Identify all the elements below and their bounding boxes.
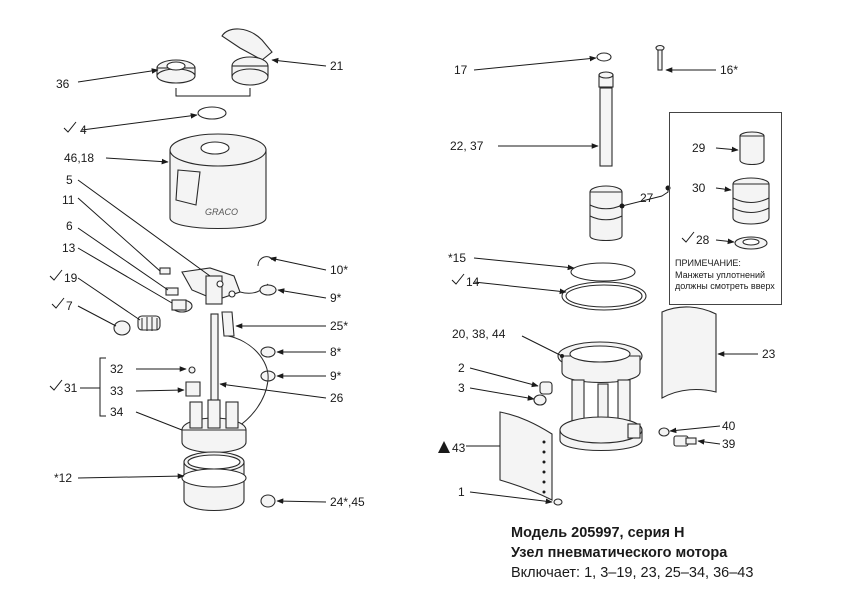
label-28: 28 xyxy=(696,233,710,247)
part-32-screw xyxy=(188,366,196,374)
label-19: 19 xyxy=(64,271,78,285)
label-16: 16* xyxy=(720,63,738,77)
label-9-upper: 9* xyxy=(330,291,342,305)
part-10-clip xyxy=(257,256,273,267)
label-29: 29 xyxy=(692,141,706,155)
part-34-12-cylinder xyxy=(181,399,247,512)
label-26: 26 xyxy=(330,391,344,405)
part-26-rod xyxy=(210,313,219,409)
label-7: 7 xyxy=(66,299,73,313)
label-34: 34 xyxy=(110,405,124,419)
label-31: 31 xyxy=(64,381,78,395)
label-32: 32 xyxy=(110,362,124,376)
valve-mechanism xyxy=(113,267,269,336)
part-39 xyxy=(673,435,697,447)
label-6: 6 xyxy=(66,219,73,233)
caps-bracket xyxy=(175,88,251,97)
part-29-sleeve xyxy=(739,131,765,166)
label-14: 14 xyxy=(466,275,480,289)
part-43-shield xyxy=(499,411,553,501)
part-4-oring xyxy=(197,106,227,120)
cable xyxy=(227,335,269,429)
label-39: 39 xyxy=(722,437,736,451)
part-21-handle-cap xyxy=(221,28,273,86)
caption-model: Модель 205997, серия H xyxy=(511,525,685,541)
note: ПРИМЕЧАНИЕ: Манжеты уплотнений должны см… xyxy=(675,258,781,293)
triangle-icon xyxy=(438,441,450,453)
part-9-upper xyxy=(259,284,277,296)
caption-includes: Включает: 1, 3–19, 23, 25–34, 36–43 xyxy=(511,565,754,581)
label-4: 4 xyxy=(80,123,87,137)
label-40: 40 xyxy=(722,419,736,433)
label-27: 27 xyxy=(640,191,654,205)
svg-text:GRACO: GRACO xyxy=(205,207,238,217)
label-33: 33 xyxy=(110,384,124,398)
label-5: 5 xyxy=(66,173,73,187)
label-17: 17 xyxy=(454,63,468,77)
label-46-18: 46,18 xyxy=(64,151,94,165)
label-15: *15 xyxy=(448,251,466,265)
label-1: 1 xyxy=(458,485,465,499)
part-20-38-44-housing xyxy=(557,341,643,451)
label-9-lower: 9* xyxy=(330,369,342,383)
part-15-oring xyxy=(570,262,636,282)
part-33-clip xyxy=(185,381,201,397)
part-27-piston xyxy=(589,185,623,242)
part-25 xyxy=(221,311,235,337)
part-28-ring xyxy=(734,236,768,250)
note-title: ПРИМЕЧАНИЕ: xyxy=(675,258,741,268)
label-10: 10* xyxy=(330,263,348,277)
caption: Модель 205997, серия H Узел пневматическ… xyxy=(511,523,841,583)
part-24-45 xyxy=(260,494,276,508)
label-8: 8* xyxy=(330,345,342,359)
part-labels: 21 36 4 46,18 5 11 6 13 19 7 10* 9* 25* … xyxy=(54,59,776,509)
label-3: 3 xyxy=(458,381,465,395)
label-21: 21 xyxy=(330,59,344,73)
part-40 xyxy=(658,427,670,437)
part-2 xyxy=(539,381,553,395)
label-22-37: 22, 37 xyxy=(450,139,484,153)
part-1-screw xyxy=(553,498,563,506)
label-36: 36 xyxy=(56,77,70,91)
label-12: *12 xyxy=(54,471,72,485)
part-23-shield xyxy=(661,306,717,399)
label-23: 23 xyxy=(762,347,776,361)
part-17-oring xyxy=(596,52,612,62)
part-30-seal xyxy=(732,177,770,225)
label-25: 25* xyxy=(330,319,348,333)
part-16-screw xyxy=(655,44,665,71)
label-11: 11 xyxy=(62,193,75,207)
note-body: Манжеты уплотнений должны смотреть вверх xyxy=(675,269,775,292)
part-46-18-cover: GRACO xyxy=(169,133,267,230)
leader-lines xyxy=(77,55,758,505)
label-13: 13 xyxy=(62,241,76,255)
label-30: 30 xyxy=(692,181,706,195)
check-marks xyxy=(49,121,695,391)
caption-title: Узел пневматического мотора xyxy=(511,545,728,561)
label-43: 43 xyxy=(452,441,466,455)
part-3 xyxy=(533,394,547,406)
label-20-38-44: 20, 38, 44 xyxy=(452,327,506,341)
label-2: 2 xyxy=(458,361,465,375)
part-22-37-shaft xyxy=(598,71,614,167)
label-24-45: 24*,45 xyxy=(330,495,365,509)
part-8 xyxy=(260,346,276,358)
note-box xyxy=(669,112,782,305)
part-36-cap xyxy=(156,59,196,84)
